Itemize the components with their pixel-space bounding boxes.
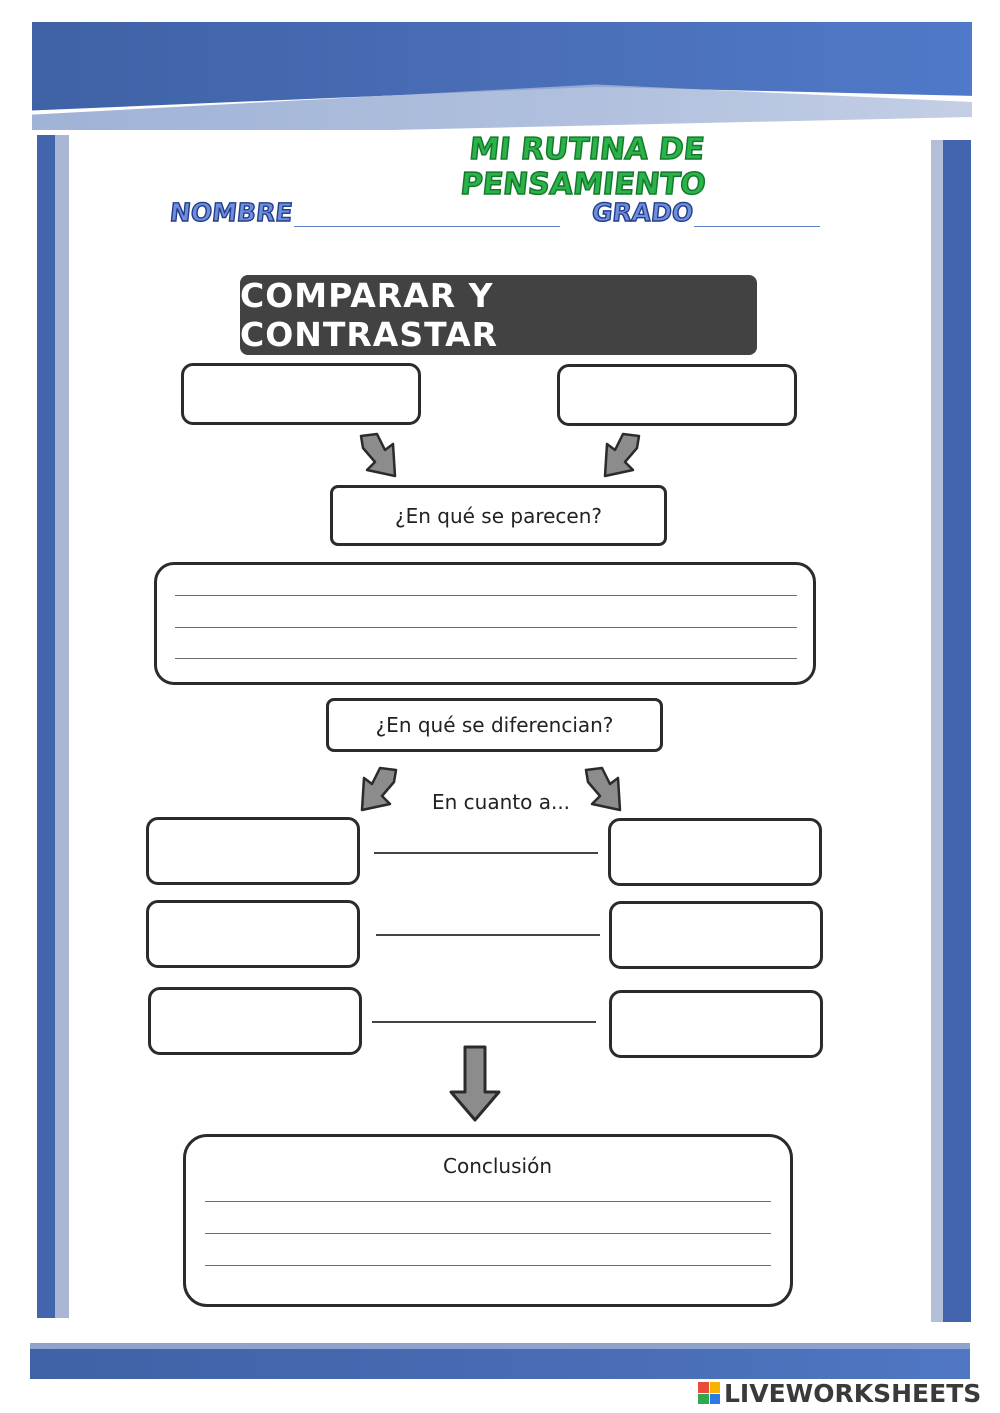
grade-field-line[interactable] xyxy=(694,226,820,227)
conclusion-label: Conclusión xyxy=(443,1154,552,1178)
similarities-question-box: ¿En qué se parecen? xyxy=(330,485,667,546)
arrow-down-icon xyxy=(449,1045,501,1122)
similarities-line-1[interactable] xyxy=(175,595,797,596)
compare-contrast-banner: COMPARAR Y CONTRASTAR xyxy=(240,275,757,355)
similarities-line-3[interactable] xyxy=(175,658,797,659)
liveworksheets-watermark: LIVEWORKSHEETS xyxy=(698,1378,998,1408)
right-border-light xyxy=(931,140,943,1322)
difference-criterion-line-1[interactable] xyxy=(374,852,598,854)
item-b-box[interactable] xyxy=(557,364,797,426)
worksheet-title: MI RUTINA DE PENSAMIENTO xyxy=(458,131,708,203)
difference-a-box-3[interactable] xyxy=(148,987,362,1055)
difference-b-box-2[interactable] xyxy=(609,901,823,969)
similarities-question-text: ¿En qué se parecen? xyxy=(394,503,603,528)
similarities-line-2[interactable] xyxy=(175,627,797,628)
conclusion-line-1[interactable] xyxy=(205,1201,771,1202)
conclusion-line-2[interactable] xyxy=(205,1233,771,1234)
conclusion-line-3[interactable] xyxy=(205,1265,771,1266)
name-label: NOMBRE xyxy=(168,197,295,227)
left-border-light xyxy=(55,135,69,1318)
difference-b-box-3[interactable] xyxy=(609,990,823,1058)
left-border xyxy=(37,135,55,1318)
conclusion-box[interactable] xyxy=(183,1134,793,1307)
similarities-answer-box[interactable] xyxy=(154,562,816,685)
bottom-border xyxy=(30,1349,970,1379)
arrow-down-right-icon xyxy=(584,766,622,812)
difference-criterion-line-2[interactable] xyxy=(376,934,600,936)
right-border xyxy=(943,140,971,1322)
difference-a-box-1[interactable] xyxy=(146,817,360,885)
item-a-box[interactable] xyxy=(181,363,421,425)
differences-question-text: ¿En qué se diferencian? xyxy=(375,713,614,737)
bottom-border-light xyxy=(30,1343,970,1351)
name-field-line[interactable] xyxy=(294,226,560,227)
difference-a-box-2[interactable] xyxy=(146,900,360,968)
regarding-label: En cuanto a... xyxy=(432,790,571,814)
arrow-down-left-icon xyxy=(603,432,641,478)
arrow-down-left-icon xyxy=(360,766,398,812)
difference-criterion-line-3[interactable] xyxy=(372,1021,596,1023)
grade-label: GRADO xyxy=(590,197,696,227)
difference-b-box-1[interactable] xyxy=(608,818,822,886)
differences-question-box: ¿En qué se diferencian? xyxy=(326,698,663,752)
liveworksheets-logo-icon xyxy=(698,1382,720,1404)
watermark-text: LIVEWORKSHEETS xyxy=(724,1378,982,1408)
arrow-down-right-icon xyxy=(359,432,397,478)
